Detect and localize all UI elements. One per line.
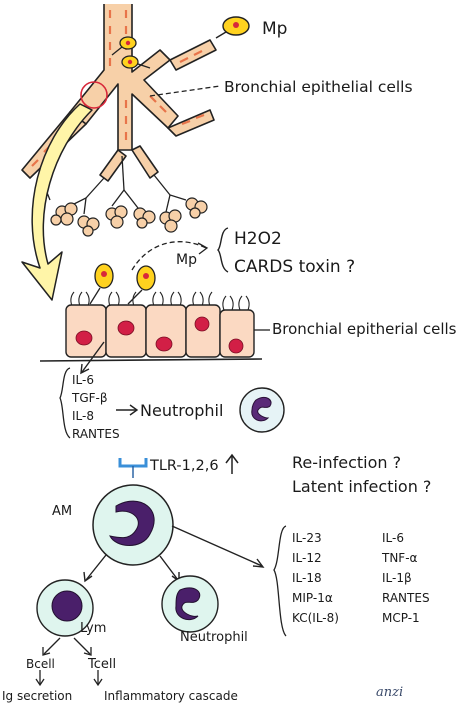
inflammatory-cascade-label: Inflammatory cascade [104, 689, 238, 703]
alveoli-clusters [50, 197, 208, 237]
neutrophil-cell-lower [161, 575, 219, 633]
neutrophil-label-b: Neutrophil [180, 630, 248, 645]
bronchial-epithelial-label-top: Bronchial epithelial cells [224, 78, 413, 96]
mp-mid-label: Mp [176, 252, 197, 268]
am-cytokines-right: IL-6 TNF-α IL-1β RANTES MCP-1 [381, 531, 430, 625]
epithelial-cells [65, 304, 255, 358]
mp-legend-label: Mp [262, 19, 287, 39]
lym-arrows [35, 637, 103, 687]
tlr-receptor [118, 458, 148, 478]
dashed-arrow-mp [131, 241, 207, 271]
zoom-highlight-circle [80, 81, 108, 109]
lym-label: Lym [80, 621, 106, 636]
cards-toxin-label: CARDS toxin ? [234, 257, 355, 277]
artist-signature: anzi [376, 685, 403, 700]
cytokine-tgfb: TGF-β [71, 391, 108, 405]
cytokine-brace [59, 367, 71, 439]
am-arrows [83, 525, 265, 583]
mp-in-airway [111, 36, 151, 69]
am-cytokines-left: IL-23 IL-12 IL-18 MIP-1α KC(IL-8) [292, 531, 339, 625]
am-cytokine: IL-1β [382, 571, 412, 585]
bronchial-epitherial-label-mid: Bronchial epitherial cells [272, 320, 457, 338]
am-cytokine: IL-6 [382, 531, 404, 545]
am-cytokine: KC(IL-8) [292, 611, 339, 625]
ig-secretion-label: Ig secretion [2, 689, 72, 703]
am-cytokine: IL-23 [292, 531, 322, 545]
neutrophil-cell-upper [239, 387, 285, 433]
am-label: AM [52, 504, 72, 519]
cytokine-il8: IL-8 [72, 409, 94, 423]
epithelial-cell [219, 309, 255, 358]
am-cytokine: TNF-α [381, 551, 418, 565]
dashed-arrow-mp-head [197, 242, 209, 255]
cytokine-il6: IL-6 [72, 373, 94, 387]
am-cytokine-brace [273, 525, 287, 637]
cytokine-arrow-head [80, 363, 90, 375]
am-cytokine: MIP-1α [292, 591, 333, 605]
basement-membrane [39, 358, 263, 362]
toxin-brace [217, 227, 229, 273]
neutrophil-arrow-head [129, 404, 139, 416]
neutrophil-label-a: Neutrophil [140, 401, 223, 420]
bcell-label: Bcell [26, 657, 55, 671]
h2o2-label: H2O2 [234, 229, 282, 249]
cell-nuclei [75, 316, 244, 354]
cytokine-rantes: RANTES [72, 427, 120, 441]
alveolar-macrophage [92, 484, 174, 566]
mp-attached [89, 263, 156, 305]
lymphocyte-cell [36, 579, 94, 637]
latent-infection-label: Latent infection ? [292, 477, 431, 496]
cytokine-arrow [81, 341, 105, 373]
am-cytokine: IL-12 [292, 551, 322, 565]
dashed-pointer-top [149, 85, 221, 97]
zoom-arrow [21, 103, 93, 301]
reinfection-label: Re-infection ? [292, 453, 401, 472]
am-cytokine: RANTES [382, 591, 430, 605]
tcell-label: Tcell [87, 657, 116, 672]
am-cytokine: IL-18 [292, 571, 322, 585]
tlr-label: TLR-1,2,6 [149, 458, 219, 474]
am-cytokine: MCP-1 [382, 611, 420, 625]
tlr-up-arrow [225, 453, 239, 474]
mp-legend-icon [215, 16, 250, 39]
